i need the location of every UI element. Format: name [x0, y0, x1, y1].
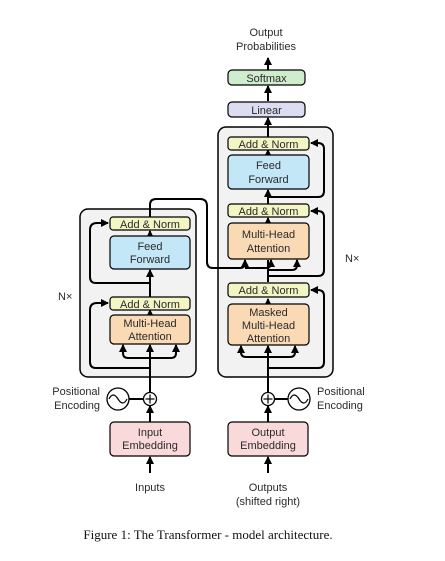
- dec-qkv-q: [268, 345, 299, 358]
- dec-attention-box: [227, 222, 310, 260]
- dec-residual-2: [268, 207, 325, 277]
- pos-enc-left-line2: Encoding: [54, 400, 100, 412]
- outputs-label-line2: (shifted right): [236, 496, 300, 508]
- pos-enc-right-line2: Encoding: [317, 400, 363, 412]
- enc-add-norm-1-box: [109, 296, 191, 311]
- softmax-box: [227, 69, 306, 86]
- dec-feed-forward-box: [227, 154, 310, 190]
- enc-feed-forward-box: [109, 235, 191, 270]
- input-embedding-line2: Embedding: [122, 440, 178, 452]
- encoder-repeat-label: N×: [58, 291, 72, 303]
- positional-encoding-right-icon: [287, 387, 311, 411]
- dec-add-norm-2-label: Add & Norm: [239, 206, 299, 218]
- enc-attention-box: [109, 314, 191, 345]
- inputs-label: Inputs: [135, 482, 165, 494]
- enc-to-dec-k: [149, 198, 249, 269]
- enc-add-norm-2-box: [109, 216, 191, 231]
- enc-attention-line2: Attention: [128, 331, 171, 343]
- pos-enc-left-line1: Positional: [52, 386, 100, 398]
- enc-add-norm-2-label: Add & Norm: [120, 219, 180, 231]
- enc-add-positional-icon: [142, 391, 158, 407]
- enc-feed-forward-line2: Forward: [130, 254, 170, 266]
- dec-masked-line1: Masked: [249, 307, 288, 319]
- output-embedding-box: [227, 421, 309, 457]
- dec-add-norm-3-label: Add & Norm: [239, 139, 299, 151]
- enc-feed-forward-line1: Feed: [137, 241, 162, 253]
- dec-feed-forward-line1: Feed: [256, 160, 281, 172]
- dec-add-norm-1-label: Add & Norm: [239, 285, 299, 297]
- input-embedding-box: [109, 421, 191, 457]
- enc-add-norm-1-label: Add & Norm: [120, 299, 180, 311]
- enc-residual-1: [89, 299, 150, 369]
- input-embedding-line1: Input: [138, 427, 162, 439]
- dec-attention-line1: Multi-Head: [242, 229, 295, 241]
- enc-qkv-q: [150, 344, 180, 359]
- dec-add-norm-3-box: [227, 136, 310, 151]
- dec-query-arrow: [268, 259, 301, 271]
- dec-residual-1: [268, 286, 325, 369]
- positional-encoding-left-icon: [106, 387, 130, 411]
- dec-masked-line2: Multi-Head: [242, 320, 295, 332]
- enc-attention-line1: Multi-Head: [123, 318, 176, 330]
- pos-enc-right-line1: Positional: [317, 386, 365, 398]
- output-embedding-line1: Output: [251, 427, 284, 439]
- dec-masked-line3: Attention: [247, 333, 290, 345]
- dec-add-norm-1-box: [227, 282, 310, 298]
- encoder-block: [79, 208, 197, 378]
- figure-caption: Figure 1: The Transformer - model archit…: [83, 527, 332, 542]
- outputs-label-line1: Outputs: [249, 482, 288, 494]
- linear-box: [227, 101, 306, 118]
- dec-attention-line2: Attention: [247, 243, 290, 255]
- enc-qkv-k: [119, 344, 150, 359]
- output-probabilities-line1: Output: [249, 27, 282, 39]
- output-embedding-line2: Embedding: [240, 440, 296, 452]
- dec-feed-forward-line2: Forward: [248, 174, 288, 186]
- linear-label: Linear: [251, 105, 282, 117]
- softmax-label: Softmax: [246, 73, 287, 85]
- dec-add-norm-2-box: [227, 203, 310, 218]
- dec-masked-attention-box: [227, 303, 310, 346]
- enc-residual-2: [89, 219, 150, 284]
- output-probabilities-line2: Probabilities: [236, 41, 296, 53]
- dec-qkv-k: [237, 345, 268, 358]
- enc-to-dec-v: [245, 259, 275, 269]
- dec-residual-3: [268, 139, 325, 198]
- dec-add-positional-icon: [260, 391, 276, 407]
- decoder-repeat-label: N×: [345, 253, 359, 265]
